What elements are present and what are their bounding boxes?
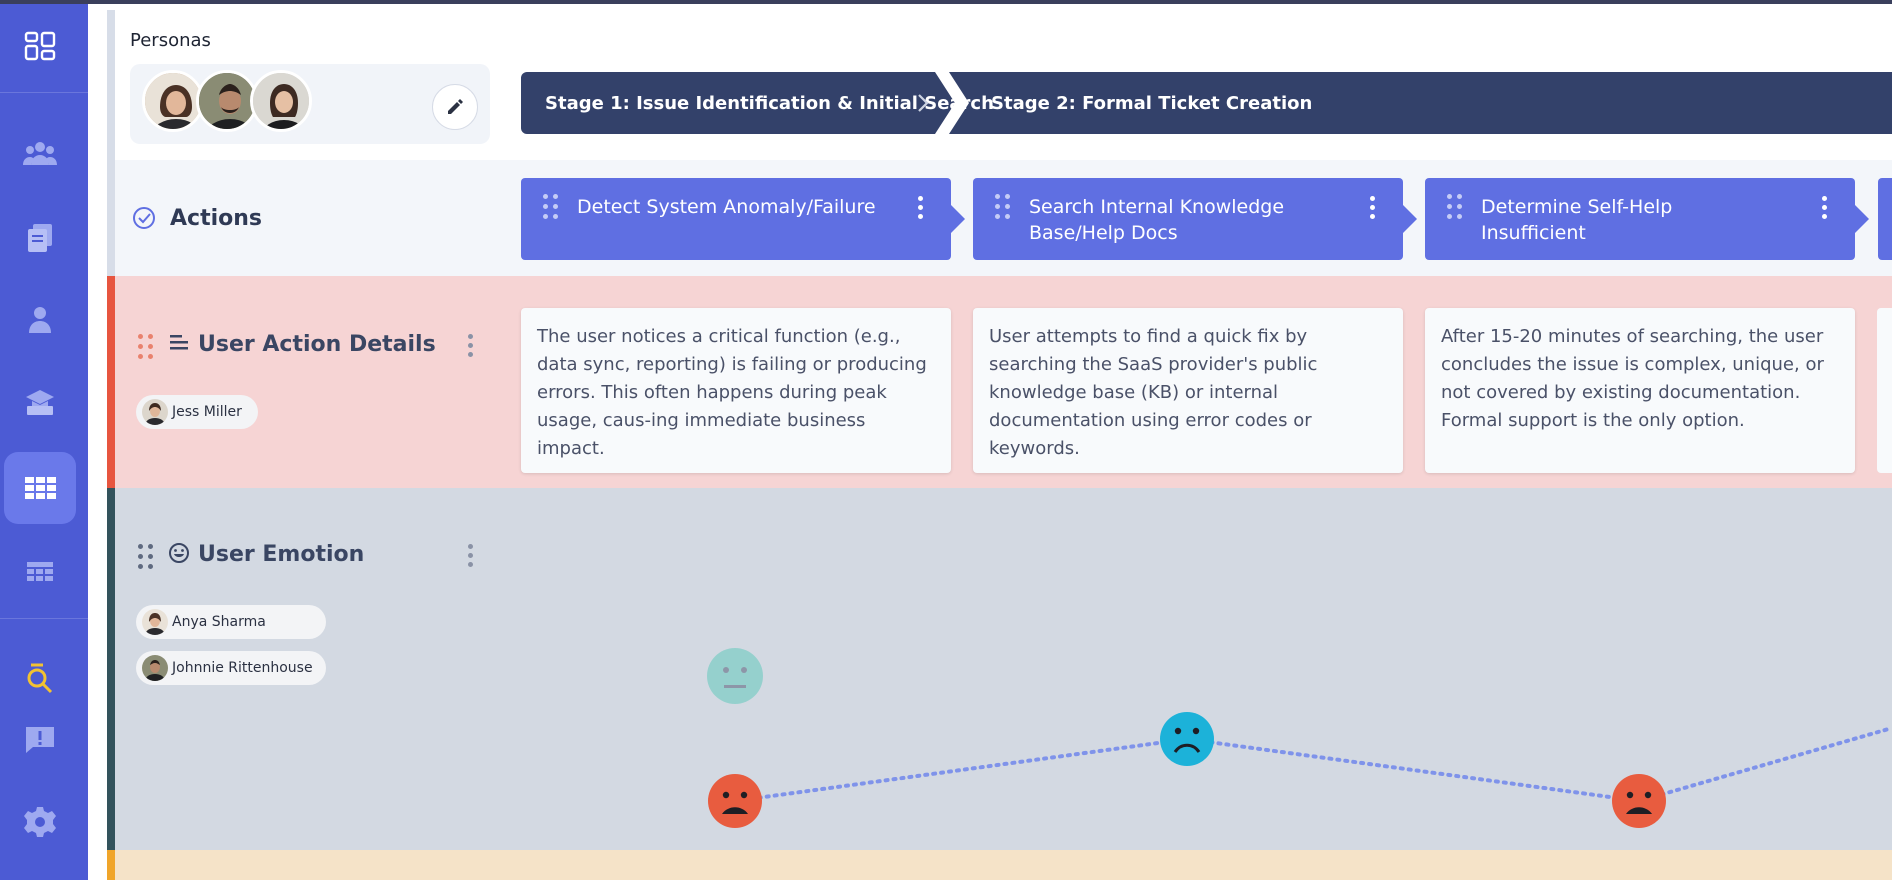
user-emotion-title: User Emotion bbox=[198, 542, 365, 567]
documents-stack-icon[interactable] bbox=[4, 202, 76, 274]
emotion-graph bbox=[707, 648, 1892, 828]
sidebar bbox=[0, 0, 88, 880]
drag-handle-icon[interactable] bbox=[995, 194, 1010, 219]
more-options-icon[interactable] bbox=[1370, 196, 1375, 219]
person-icon[interactable] bbox=[4, 284, 76, 356]
persona-chip-name: Johnnie Rittenhouse bbox=[172, 660, 313, 676]
persona-avatar[interactable] bbox=[196, 70, 258, 132]
drag-handle-icon[interactable] bbox=[1447, 194, 1462, 219]
action-card-partial[interactable] bbox=[1878, 178, 1892, 260]
user-emotion-row bbox=[115, 488, 1892, 850]
section-accent-bar bbox=[107, 276, 115, 488]
action-card[interactable]: Detect System Anomaly/Failure bbox=[521, 178, 951, 260]
detail-card[interactable]: User attempts to find a quick fix by sea… bbox=[973, 308, 1403, 473]
action-card-text: Detect System Anomaly/Failure bbox=[577, 196, 876, 218]
action-card[interactable]: Search Internal Knowledge Base/Help Docs bbox=[973, 178, 1403, 260]
graduation-cap-icon[interactable] bbox=[4, 366, 76, 438]
avatar bbox=[142, 655, 168, 681]
sidebar-divider bbox=[0, 618, 88, 619]
text-lines-icon bbox=[170, 335, 188, 350]
action-card-text: Search Internal Knowledge Base/Help Docs bbox=[1029, 196, 1285, 244]
smiley-icon bbox=[169, 543, 189, 563]
check-circle-icon bbox=[133, 207, 155, 229]
dashboard-grid-icon[interactable] bbox=[4, 10, 76, 82]
stage-1-label[interactable]: Stage 1: Issue Identification & Initial … bbox=[545, 92, 994, 114]
alert-chat-icon[interactable] bbox=[4, 704, 76, 776]
actions-row-title: Actions bbox=[170, 206, 262, 231]
chevron-right-icon bbox=[918, 94, 929, 112]
section-accent-bar bbox=[107, 488, 115, 850]
angry-emoji-icon[interactable] bbox=[708, 774, 762, 828]
table-grid-icon[interactable] bbox=[4, 452, 76, 524]
section-accent-bar bbox=[107, 850, 115, 880]
detail-card-text: User attempts to find a quick fix by sea… bbox=[989, 326, 1318, 459]
settings-gear-icon[interactable] bbox=[4, 786, 76, 858]
persona-chip[interactable]: Anya Sharma bbox=[136, 605, 326, 639]
persona-avatar[interactable] bbox=[142, 70, 204, 132]
flow-arrow bbox=[951, 205, 965, 233]
detail-card-partial[interactable] bbox=[1877, 308, 1892, 473]
drag-handle-icon[interactable] bbox=[138, 544, 153, 569]
section-accent-bar bbox=[107, 160, 115, 276]
persona-chip[interactable]: Johnnie Rittenhouse bbox=[136, 651, 326, 685]
avatar bbox=[142, 609, 168, 635]
stage-2-label[interactable]: Stage 2: Formal Ticket Creation bbox=[991, 92, 1313, 114]
emotion-line bbox=[733, 726, 1892, 804]
action-card[interactable]: Determine Self-Help Insufficient bbox=[1425, 178, 1855, 260]
flow-arrow bbox=[1855, 205, 1869, 233]
detail-card[interactable]: The user notices a critical function (e.… bbox=[521, 308, 951, 473]
angry-emoji-icon[interactable] bbox=[1612, 774, 1666, 828]
team-users-icon[interactable] bbox=[4, 118, 76, 190]
persona-avatar[interactable] bbox=[250, 70, 312, 132]
action-card-text: Determine Self-Help Insufficient bbox=[1481, 196, 1673, 244]
pencil-icon bbox=[448, 99, 463, 114]
sidebar-divider bbox=[0, 92, 88, 93]
neutral-emoji-icon[interactable] bbox=[707, 648, 763, 704]
detail-card-text: After 15-20 minutes of searching, the us… bbox=[1441, 326, 1824, 431]
drag-handle-icon[interactable] bbox=[138, 334, 153, 359]
edit-personas-button[interactable] bbox=[432, 84, 478, 130]
section-accent-bar bbox=[107, 10, 115, 160]
more-options-icon[interactable] bbox=[468, 334, 473, 357]
detail-card[interactable]: After 15-20 minutes of searching, the us… bbox=[1425, 308, 1855, 473]
search-flask-icon[interactable] bbox=[4, 642, 76, 714]
stage-separator bbox=[935, 72, 969, 134]
personas-panel bbox=[130, 64, 490, 144]
user-action-details-title: User Action Details bbox=[198, 332, 436, 357]
drag-handle-icon[interactable] bbox=[543, 194, 558, 219]
more-options-icon[interactable] bbox=[1822, 196, 1827, 219]
personas-title: Personas bbox=[130, 30, 211, 51]
more-options-icon[interactable] bbox=[918, 196, 923, 219]
persona-chip-name: Anya Sharma bbox=[172, 614, 266, 630]
table-grid-alt-icon[interactable] bbox=[4, 536, 76, 608]
persona-chip-name: Jess Miller bbox=[172, 404, 242, 420]
detail-card-text: The user notices a critical function (e.… bbox=[537, 326, 927, 459]
journey-map-canvas: Personas Stage 1: Issue Identification &… bbox=[88, 0, 1892, 880]
next-row bbox=[115, 850, 1892, 880]
more-options-icon[interactable] bbox=[468, 544, 473, 567]
sad-emoji-icon[interactable] bbox=[1160, 712, 1214, 766]
flow-arrow bbox=[1403, 205, 1417, 233]
persona-chip[interactable]: Jess Miller bbox=[136, 395, 258, 429]
avatar bbox=[142, 399, 168, 425]
stage-bar: Stage 1: Issue Identification & Initial … bbox=[521, 72, 1892, 134]
